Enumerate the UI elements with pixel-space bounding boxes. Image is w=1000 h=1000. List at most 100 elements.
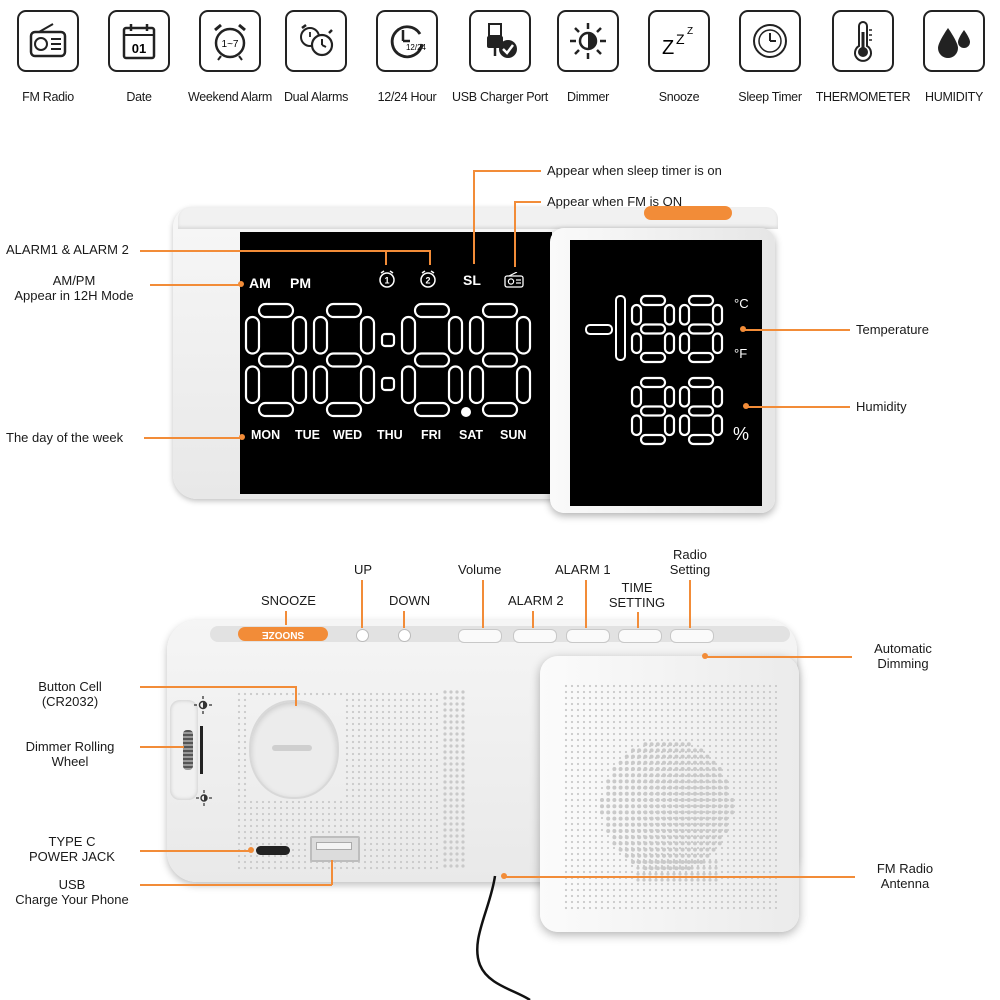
fm-radio-indicator-icon <box>504 272 524 288</box>
sleep-timer-icon <box>739 10 801 72</box>
feature-label: Sleep Timer <box>738 90 802 104</box>
callout-radio-setting-line1: Radio <box>673 547 707 562</box>
callout-ampm-line1: AM/PM <box>52 273 96 288</box>
callout-alarm2: ALARM 2 <box>508 593 564 608</box>
callout-humidity: Humidity <box>856 399 907 414</box>
speaker-grille-holes <box>600 742 735 871</box>
callout-ampm-line2: Appear in 12H Mode <box>14 288 134 303</box>
alarm-2-icon: 2 <box>420 270 436 288</box>
time-digit-3 <box>400 302 464 418</box>
temp-minus-sign <box>585 324 613 335</box>
feature-humidity: HUMIDITY <box>906 10 1000 104</box>
pm-indicator: PM <box>290 275 311 291</box>
day-wed: WED <box>333 428 363 442</box>
callout-up: UP <box>354 562 373 577</box>
dimmer-rolling-wheel[interactable] <box>183 730 193 770</box>
percent-unit: % <box>733 424 750 444</box>
feature-date: 01 Date <box>91 10 187 104</box>
alarm-1-number: 1 <box>384 276 389 286</box>
snooze-button-top[interactable] <box>644 206 732 220</box>
climate-digits <box>585 294 724 446</box>
alarm2-button[interactable] <box>513 629 557 643</box>
feature-label: USB Charger Port <box>452 90 548 104</box>
callout-time-setting-line2: SETTING <box>608 595 666 610</box>
feature-label: Snooze <box>658 90 700 104</box>
temp-digit-1 <box>615 295 626 361</box>
humidity-digit-2 <box>678 376 724 446</box>
feature-fm-radio: FM Radio <box>0 10 96 104</box>
feature-thermometer: THERMOMETER <box>815 10 911 104</box>
day-thu: THU <box>377 428 403 442</box>
celsius-unit: °C <box>734 296 749 311</box>
day-tue: TUE <box>295 428 320 442</box>
type-c-port[interactable] <box>256 846 290 855</box>
callout-dimmer-wheel-line2: Wheel <box>51 754 89 769</box>
fahrenheit-unit: °F <box>734 346 748 361</box>
svg-text:Z: Z <box>662 37 674 59</box>
callout-alarm12: ALARM1 & ALARM 2 <box>6 242 129 257</box>
callout-auto-dimming-line2: Dimming <box>877 656 929 671</box>
temp-digit-3 <box>678 294 724 364</box>
callout-radio-setting-line2: Setting <box>669 562 711 577</box>
snooze-button[interactable]: SNOOZE <box>238 627 328 641</box>
alarm1-button[interactable] <box>566 629 610 643</box>
feature-label: 12/24 Hour <box>377 90 437 104</box>
humidity-digit-1 <box>630 376 676 446</box>
clock-top-strip <box>178 207 778 229</box>
dimmer-icon <box>557 10 619 72</box>
volume-button[interactable] <box>458 629 502 643</box>
callout-alarm1: ALARM 1 <box>555 562 611 577</box>
speaker-grille <box>564 684 778 910</box>
feature-sleep-timer: Sleep Timer <box>722 10 818 104</box>
callout-snooze: SNOOZE <box>261 593 316 608</box>
back-vent-column <box>443 690 465 868</box>
callout-antenna-line1: FM Radio <box>876 861 934 876</box>
callout-auto-dimming: Automatic Dimming <box>858 641 948 671</box>
callout-volume: Volume <box>458 562 502 577</box>
callout-type-c-line2: POWER JACK <box>29 849 115 864</box>
feature-usb-charger-port: USB Charger Port <box>452 10 548 104</box>
humidity-icon <box>923 10 985 72</box>
time-digit-4 <box>468 302 532 418</box>
day-mon: MON <box>251 428 281 442</box>
time-digit-2 <box>312 302 376 418</box>
callout-temperature: Temperature <box>856 322 929 337</box>
day-fri: FRI <box>421 428 442 442</box>
brightness-high-icon <box>194 696 212 714</box>
feature-dual-alarms: Dual Alarms <box>268 10 364 104</box>
callout-antenna: FM Radio Antenna <box>862 861 948 891</box>
svg-text:Z: Z <box>687 26 693 37</box>
calendar-icon: 01 <box>108 10 170 72</box>
feature-dimmer: Dimmer <box>540 10 636 104</box>
feature-label: FM Radio <box>22 90 74 104</box>
feature-label: Weekend Alarm <box>187 90 273 104</box>
hour-format-icon: 12/24 <box>376 10 438 72</box>
weekend-alarm-icon: 1~7 <box>199 10 261 72</box>
callout-button-cell-line1: Button Cell <box>38 679 102 694</box>
down-button[interactable] <box>398 629 411 642</box>
feature-label: THERMOMETER <box>815 90 911 104</box>
callout-time-setting-line1: TIME <box>621 580 653 595</box>
dimmer-scale-bar <box>200 726 203 774</box>
feature-weekend-alarm: 1~7 Weekend Alarm <box>182 10 278 104</box>
day-sun: SUN <box>500 428 527 442</box>
callout-day-of-week: The day of the week <box>6 430 124 445</box>
callout-ampm: AM/PM Appear in 12H Mode <box>4 273 144 303</box>
am-indicator: AM <box>249 275 271 291</box>
callout-sleep-timer: Appear when sleep timer is on <box>547 163 722 178</box>
calendar-day-text: 01 <box>132 41 146 56</box>
feature-label: Dual Alarms <box>283 90 349 104</box>
fm-antenna-wire <box>475 875 531 1000</box>
thermometer-icon <box>832 10 894 72</box>
callout-dimmer-wheel-line1: Dimmer Rolling <box>25 739 115 754</box>
radio-setting-button[interactable] <box>670 629 714 643</box>
alarm-1-icon: 1 <box>379 270 395 288</box>
button-cell-slot <box>272 745 312 751</box>
up-button[interactable] <box>356 629 369 642</box>
time-digits <box>244 302 532 418</box>
time-setting-button[interactable] <box>618 629 662 643</box>
callout-auto-dimming-line1: Automatic <box>874 641 932 656</box>
sleep-indicator: SL <box>463 272 481 288</box>
